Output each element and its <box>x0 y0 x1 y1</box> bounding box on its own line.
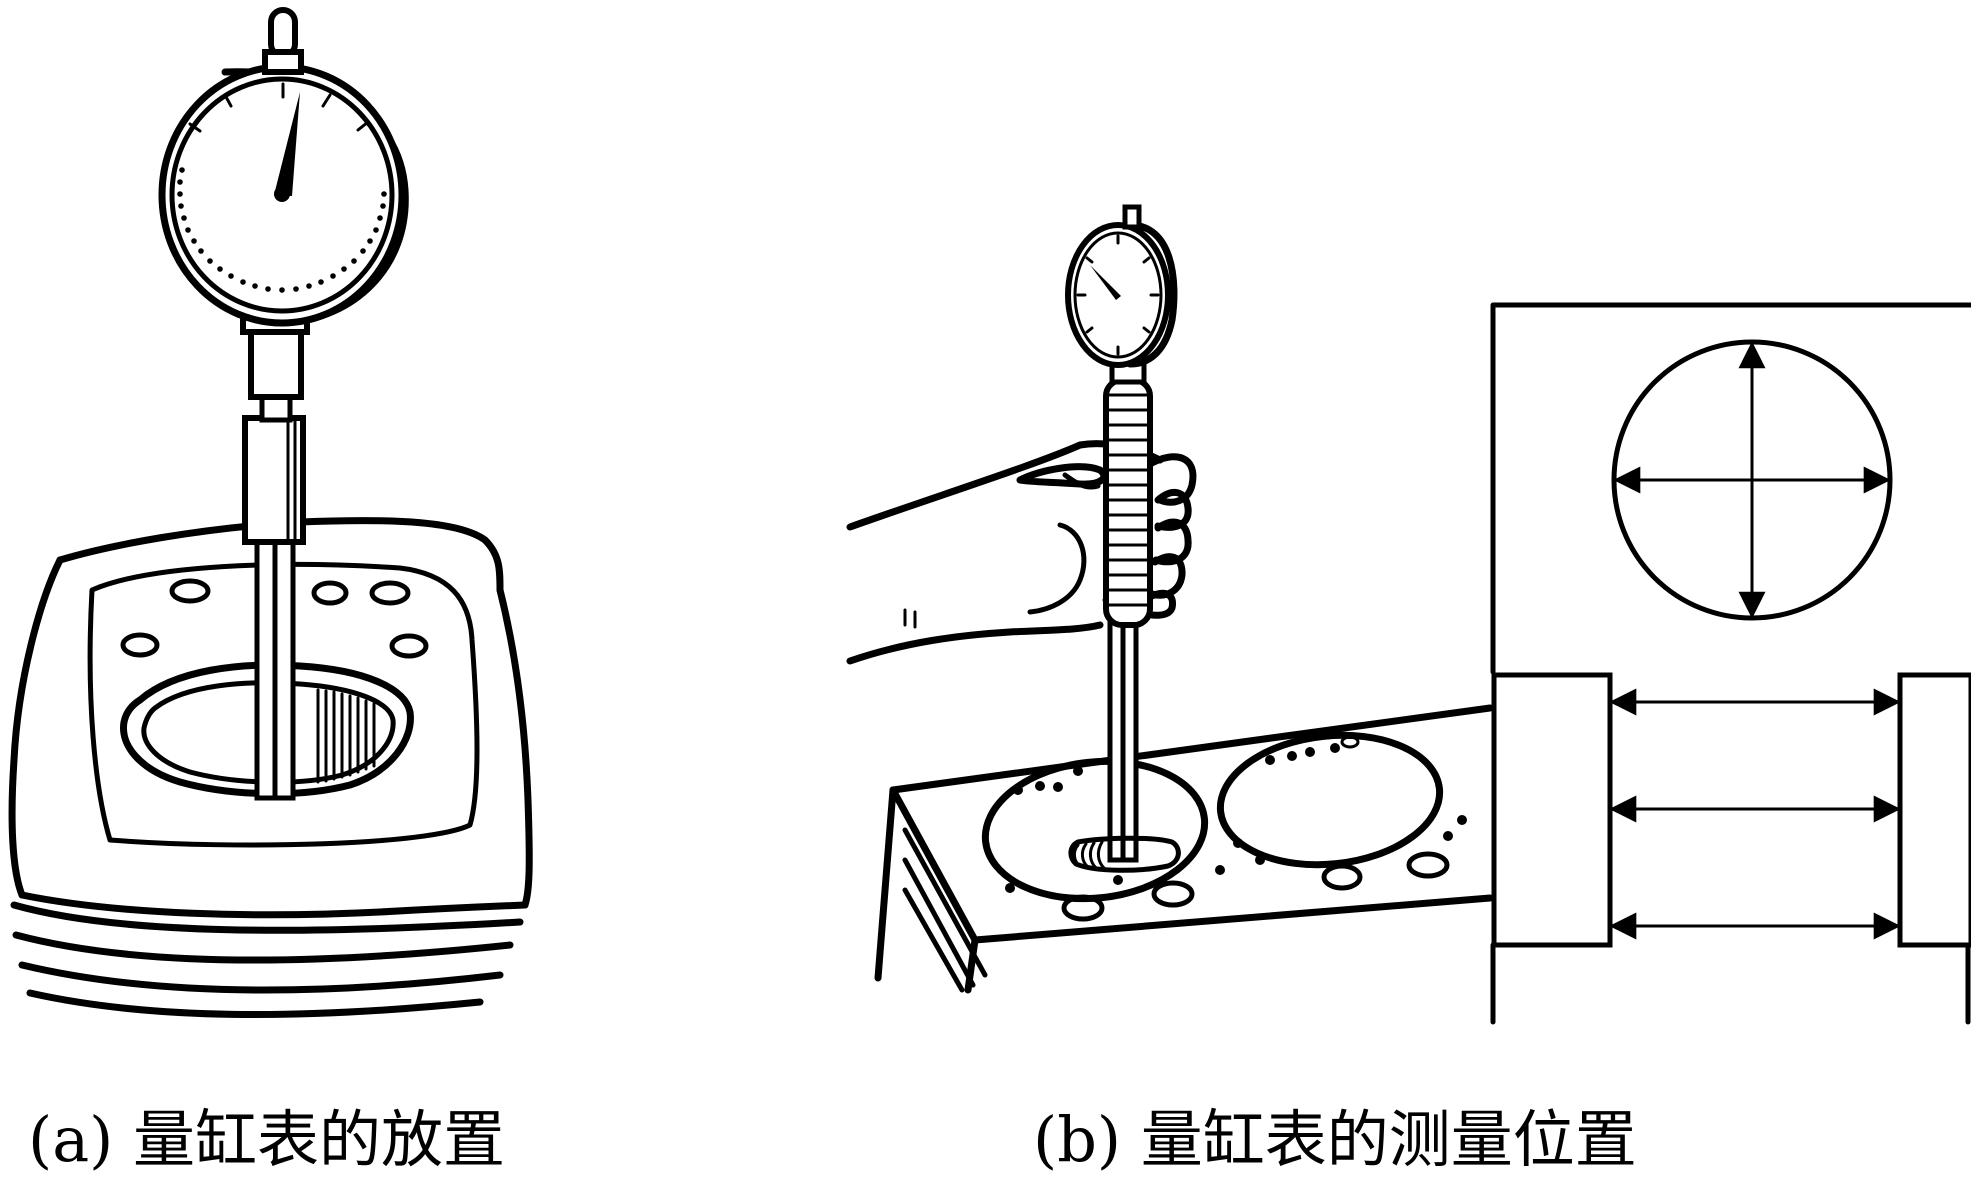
bore-gauge-a <box>158 7 409 801</box>
block-small-holes <box>1005 743 1467 893</box>
caption-a: (a) 量缸表的放置 <box>28 1103 506 1176</box>
dial-dotted-scale-a <box>177 167 387 293</box>
dial-ticks-b <box>1076 234 1160 356</box>
dial-ticks-a <box>188 82 370 133</box>
bore-gauge-b <box>1065 204 1181 873</box>
engine-block <box>8 517 533 1019</box>
panel-b-measurement-position <box>846 204 1971 1025</box>
cylinder-block-b <box>874 704 1494 994</box>
bore-wall-hatching <box>316 688 376 784</box>
panel-a-bore-gauge-placement <box>8 7 533 1019</box>
measurement-schematic <box>1490 302 1971 1025</box>
caption-b: (b) 量缸表的测量位置 <box>1033 1103 1637 1176</box>
knurled-grip <box>1106 393 1150 607</box>
